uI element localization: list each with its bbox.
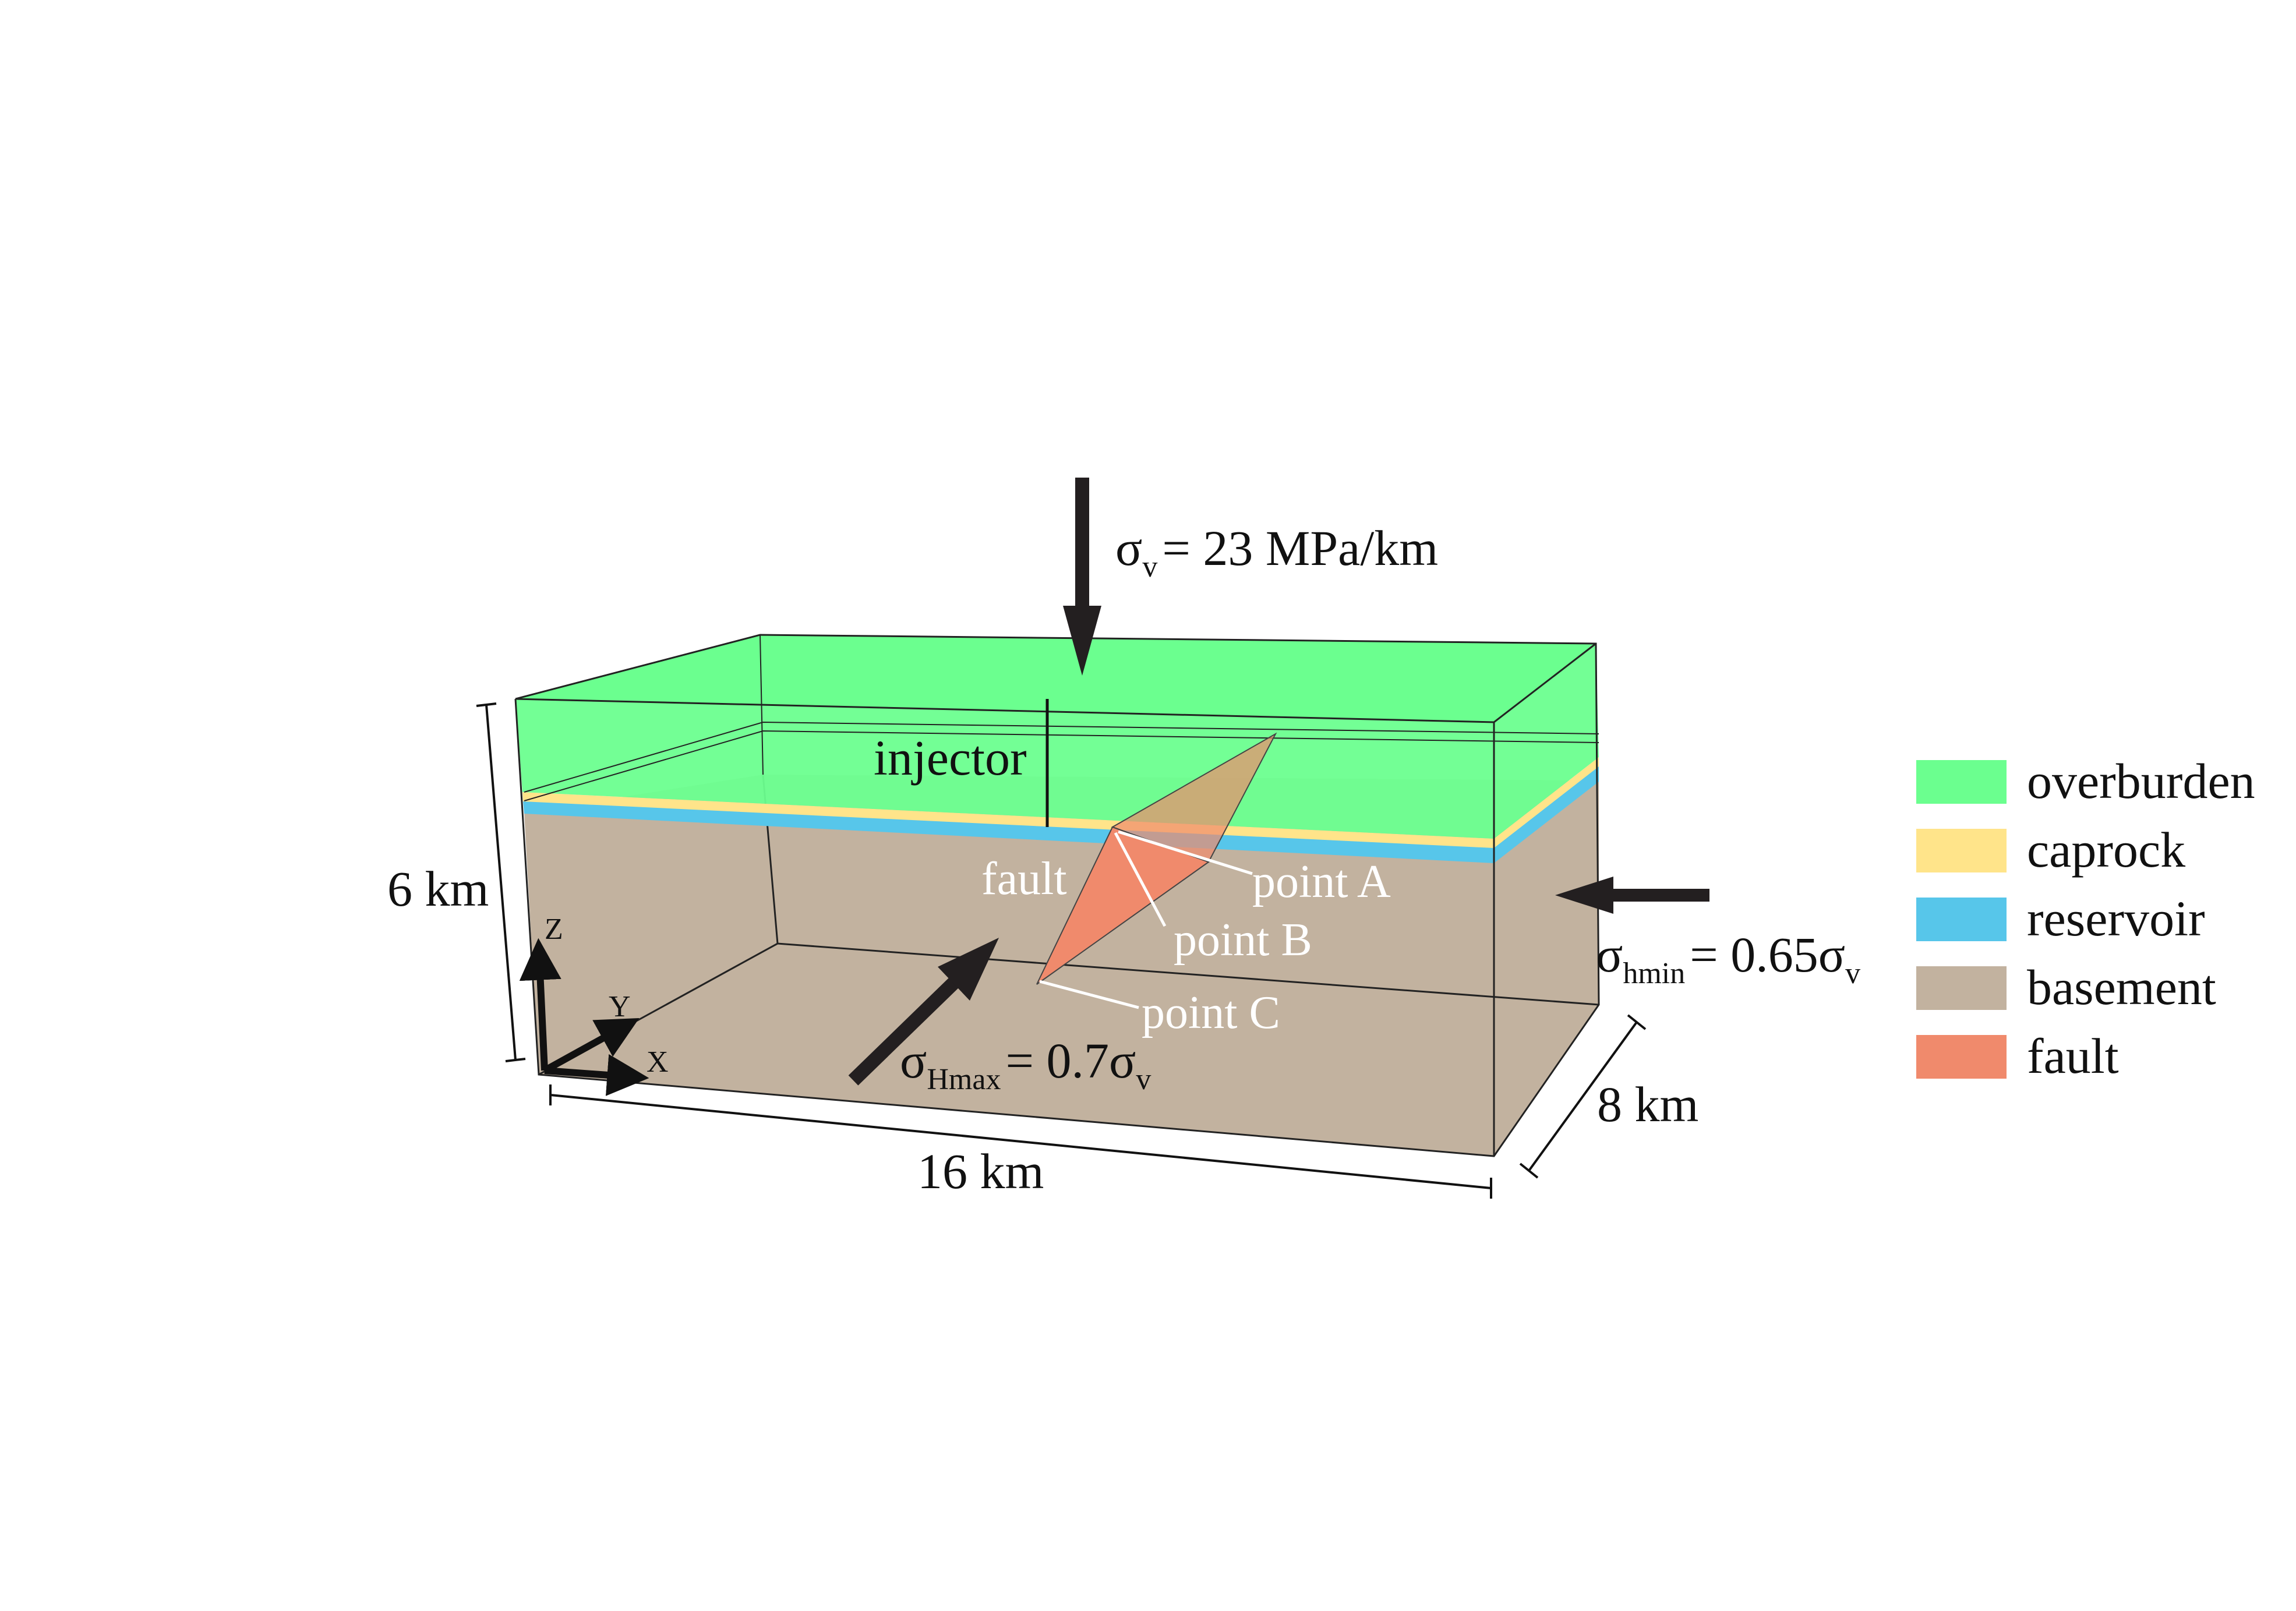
sigma-hmin-label: σhmin= 0.65σv xyxy=(1596,927,1860,990)
dimension-z-label: 6 km xyxy=(387,861,489,917)
sigma-hmax-arrow-shaft xyxy=(848,976,960,1086)
sigma-hmin-arrow-head xyxy=(1555,877,1613,914)
legend-swatch-overburden xyxy=(1916,760,2007,804)
overburden-top-face xyxy=(515,635,1596,722)
legend: overburden caprock reservoir basement fault xyxy=(1916,753,2255,1084)
dimension-x xyxy=(549,1084,1492,1199)
axis-x-label: X xyxy=(647,1045,669,1079)
dimension-y xyxy=(1519,1014,1647,1179)
overburden-inner-lines-2 xyxy=(524,730,1599,801)
legend-swatch-fault xyxy=(1916,1035,2007,1079)
overburden-right-face xyxy=(1494,644,1599,839)
axis-y-label: Y xyxy=(609,990,631,1023)
dimension-x-label: 16 km xyxy=(917,1143,1044,1199)
reservoir-layer-right xyxy=(1494,766,1599,863)
legend-label-basement: basement xyxy=(2027,959,2216,1015)
point-b-label: point B xyxy=(1174,914,1312,966)
axes-icon xyxy=(519,938,649,1096)
axis-z-label: Z xyxy=(545,913,563,946)
injector-label: injector xyxy=(874,730,1027,786)
point-c-leader xyxy=(1039,980,1139,1009)
sigma-v-label: σv= 23 MPa/km xyxy=(1115,520,1438,584)
reservoir-layer-front xyxy=(523,801,1494,863)
overburden-front-face xyxy=(515,699,1494,839)
sigma-hmax-label: σHmax= 0.7σv xyxy=(900,1033,1151,1096)
dimension-z xyxy=(476,702,526,1062)
point-a-label: point A xyxy=(1252,856,1391,907)
legend-swatch-basement xyxy=(1916,966,2007,1010)
basement-right-face xyxy=(1494,780,1599,1156)
caprock-layer-front xyxy=(522,792,1494,848)
basement-front-face xyxy=(524,812,1494,1156)
legend-label-fault: fault xyxy=(2027,1028,2119,1084)
model-outline xyxy=(514,634,1600,1157)
dimension-y-label: 8 km xyxy=(1597,1076,1698,1132)
point-a-leader xyxy=(1118,830,1253,875)
point-b-leader xyxy=(1114,832,1167,927)
overburden-inner-lines xyxy=(524,721,1599,793)
legend-swatch-caprock xyxy=(1916,829,2007,872)
point-c-label: point C xyxy=(1142,987,1280,1038)
legend-label-caprock: caprock xyxy=(2027,822,2185,878)
sigma-hmax-arrow-head xyxy=(938,938,999,1001)
fault-label: fault xyxy=(981,853,1067,905)
caprock-layer-right xyxy=(1494,757,1599,848)
legend-swatch-reservoir xyxy=(1916,898,2007,941)
legend-label-reservoir: reservoir xyxy=(2027,891,2205,946)
sigma-v-arrow-head xyxy=(1063,606,1101,676)
legend-label-overburden: overburden xyxy=(2027,753,2255,809)
